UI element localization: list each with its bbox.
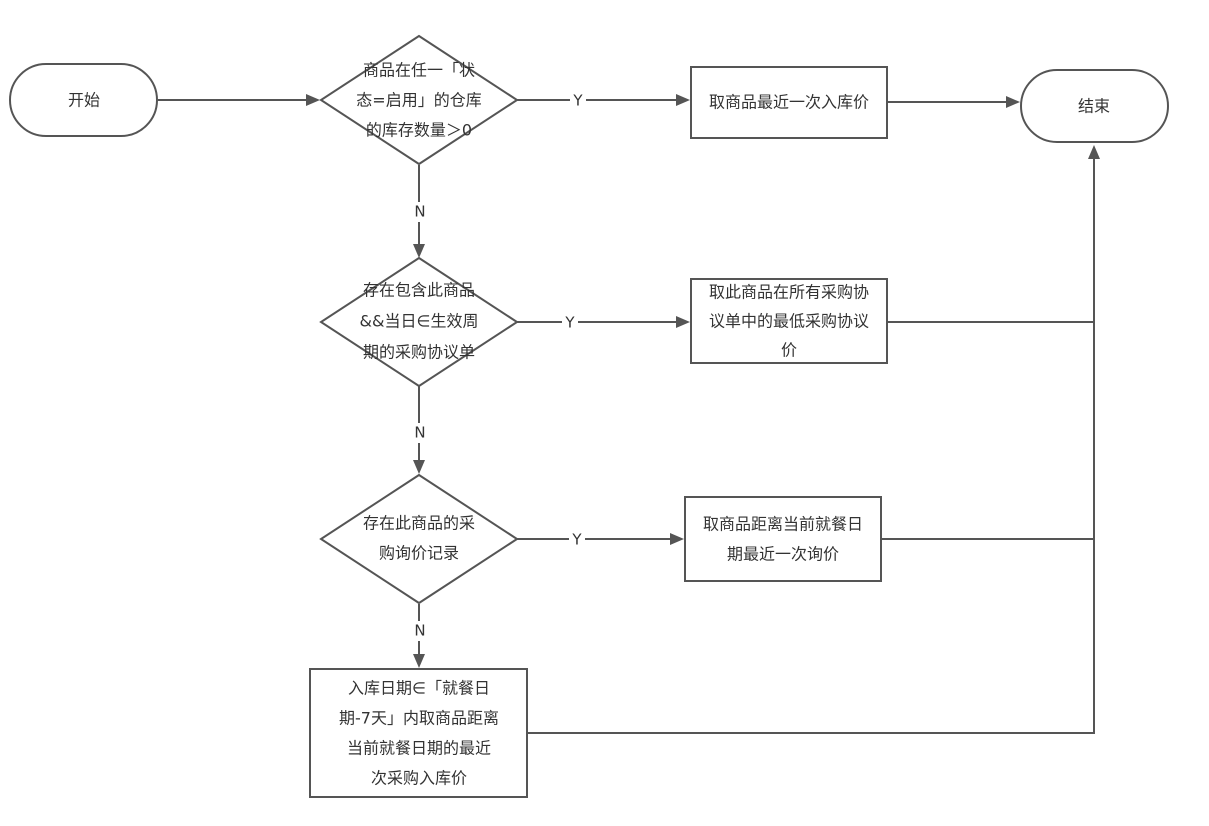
end-node-label: 结束 — [1078, 97, 1110, 116]
decision-node-inquiry-line1: 存在此商品的采 — [363, 514, 475, 533]
decision-node-inquiry: 存在此商品的采 购询价记录 — [319, 473, 519, 605]
process-node-nearest-inquiry-line2: 期最近一次询价 — [727, 545, 839, 564]
process-node-lowest-agreement-price-line3: 价 — [781, 341, 797, 360]
edges — [158, 94, 1100, 734]
arrowhead — [413, 654, 425, 668]
process-node-recent-inbound-price-line2: 期-7天」内取商品距离 — [339, 709, 499, 728]
arrowhead — [413, 460, 425, 474]
process-node-nearest-inquiry-line1: 取商品距离当前就餐日 — [703, 515, 863, 534]
decision-node-inquiry-line2: 购询价记录 — [379, 544, 459, 563]
decision-node-stock-line3: 的库存数量＞0 — [366, 121, 472, 140]
arrowhead — [670, 533, 684, 545]
decision-node-stock-line1: 商品在任一「状 — [363, 61, 475, 80]
arrowhead — [676, 94, 690, 106]
arrowhead — [676, 316, 690, 328]
process-node-recent-inbound-price-line4: 次采购入库价 — [371, 769, 467, 788]
edge-labels: Y N Y N Y N — [411, 91, 586, 641]
edge-label-d2-yes: Y — [564, 314, 575, 332]
edge-label-d1-no: N — [414, 203, 425, 221]
start-node-label: 开始 — [68, 91, 100, 110]
arrowhead — [306, 94, 320, 106]
start-node: 开始 — [9, 63, 158, 137]
end-node: 结束 — [1020, 69, 1169, 143]
decision-node-agreement-line2: &&当日∈生效周 — [360, 312, 479, 331]
decision-node-agreement-line1: 存在包含此商品 — [363, 281, 475, 300]
process-node-last-inbound-price: 取商品最近一次入库价 — [690, 66, 888, 139]
process-node-lowest-agreement-price-line1: 取此商品在所有采购协 — [709, 283, 869, 302]
edge-label-d3-yes: Y — [571, 531, 582, 549]
process-node-lowest-agreement-price: 取此商品在所有采购协 议单中的最低采购协议 价 — [690, 278, 888, 364]
arrowhead — [1088, 145, 1100, 159]
decision-node-stock: 商品在任一「状 态=启用」的仓库 的库存数量＞0 — [319, 34, 519, 166]
process-node-last-inbound-price-label: 取商品最近一次入库价 — [709, 93, 869, 112]
process-node-nearest-inquiry: 取商品距离当前就餐日 期最近一次询价 — [684, 496, 882, 582]
process-node-recent-inbound-price-line3: 当前就餐日期的最近 — [347, 739, 491, 758]
edge-label-d1-yes: Y — [572, 92, 583, 110]
edge-label-d2-no: N — [414, 424, 425, 442]
process-node-lowest-agreement-price-line2: 议单中的最低采购协议 — [709, 312, 869, 331]
decision-node-agreement-line3: 期的采购协议单 — [363, 343, 475, 362]
decision-node-agreement: 存在包含此商品 &&当日∈生效周 期的采购协议单 — [319, 256, 519, 388]
decision-node-stock-line2: 态=启用」的仓库 — [356, 91, 481, 110]
arrowhead — [1006, 96, 1020, 108]
process-node-recent-inbound-price: 入库日期∈「就餐日 期-7天」内取商品距离 当前就餐日期的最近 次采购入库价 — [309, 668, 528, 798]
arrowhead — [413, 244, 425, 258]
process-node-recent-inbound-price-line1: 入库日期∈「就餐日 — [348, 679, 490, 698]
edge-process4-to-bus — [528, 157, 1095, 734]
edge-label-d3-no: N — [414, 622, 425, 640]
